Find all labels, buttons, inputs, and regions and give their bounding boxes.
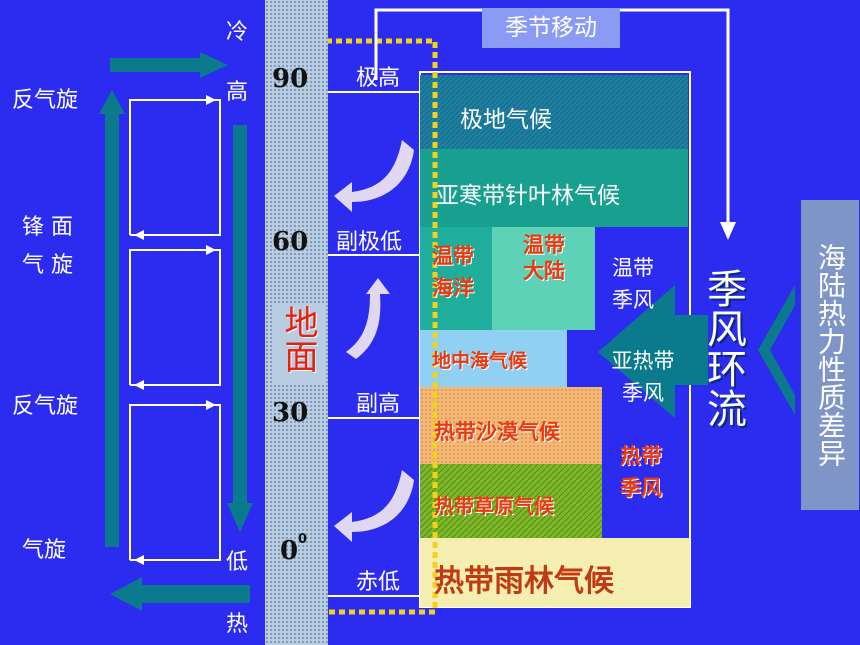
latitude-30: 30 xyxy=(272,398,309,428)
arrow-right-down xyxy=(227,125,253,532)
climate-tropical-rainforest: 热带雨林气候 xyxy=(434,564,614,599)
rainforest-band xyxy=(420,538,690,607)
loop-arrowheads xyxy=(134,95,216,565)
pressure-polar-high: 极高 xyxy=(356,66,401,91)
label-high: 高 xyxy=(226,80,249,105)
climate-tropical-savanna: 热带草原气候 xyxy=(434,494,554,518)
seasonal-shift-label: 季节移动 xyxy=(482,8,620,48)
monsoon-circulation-label: 季风环流 xyxy=(700,268,746,428)
polar-band xyxy=(420,75,688,149)
latitude-90: 90 xyxy=(272,64,309,94)
latitude-60: 60 xyxy=(272,227,309,257)
monsoon-arrow xyxy=(598,285,708,418)
mediterranean-band xyxy=(420,330,567,387)
climate-tropical-desert: 热带沙漠气候 xyxy=(434,420,560,444)
curved-arrows xyxy=(334,140,414,542)
cell-cyclone-middle: 气 旋 xyxy=(22,253,73,278)
label-hot: 热 xyxy=(226,612,249,637)
pressure-lines xyxy=(328,91,425,597)
savanna-band xyxy=(420,464,602,538)
label-low: 低 xyxy=(226,550,249,575)
land-sea-arrow xyxy=(758,285,795,415)
cell-cyclone-bottom: 气旋 xyxy=(22,538,67,563)
climate-temperate-marine: 温带海洋 xyxy=(432,244,474,300)
cell-front: 锋 面 xyxy=(22,215,73,240)
cell-anticyclone-top: 反气旋 xyxy=(12,88,79,113)
pressure-equatorial-low: 赤低 xyxy=(356,570,401,595)
temperate-continental-band xyxy=(492,227,595,330)
circulation-loops xyxy=(129,99,221,561)
climate-temperate-continental: 温带大陆 xyxy=(523,233,565,283)
temperate-marine-band xyxy=(420,227,492,330)
pressure-subpolar-low: 副极低 xyxy=(336,230,403,255)
pressure-subtropical-high: 副高 xyxy=(356,392,401,417)
climate-mediterranean: 地中海气候 xyxy=(432,350,528,372)
arrow-top-right xyxy=(110,52,228,78)
arrow-left-up xyxy=(99,90,125,547)
latitude-0: 0 xyxy=(280,536,299,566)
label-cold: 冷 xyxy=(226,20,249,45)
climate-polar: 极地气候 xyxy=(460,107,552,133)
ground-label: 地面 xyxy=(272,305,324,385)
desert-band xyxy=(420,387,602,464)
subarctic-band xyxy=(420,149,688,227)
land-sea-difference-box: 海陆热力性质差异 xyxy=(801,200,859,510)
arrow-bottom-left xyxy=(110,577,250,611)
cell-anticyclone-bottom: 反气旋 xyxy=(12,394,79,419)
degree-mark: 0 xyxy=(298,532,308,547)
climate-temperate-monsoon: 温带季风 xyxy=(612,256,654,312)
climate-tropical-monsoon: 热带季风 xyxy=(620,444,662,500)
climate-subarctic: 亚寒带针叶林气候 xyxy=(436,183,620,209)
climate-subtropical-monsoon: 亚热带季风 xyxy=(611,349,675,405)
